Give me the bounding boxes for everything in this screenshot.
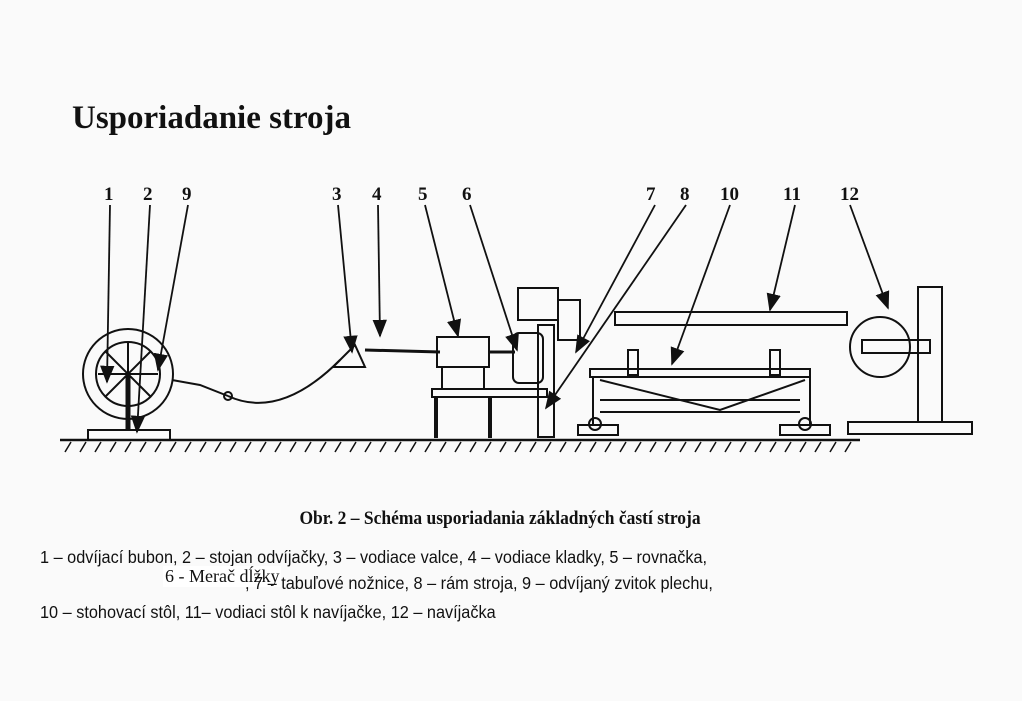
label-3: 3 xyxy=(332,184,342,205)
label-8: 8 xyxy=(680,184,690,205)
leader-arrows xyxy=(100,204,890,434)
recoiler xyxy=(847,286,973,435)
legend-line-2: , 7 – tabuľové nožnice, 8 – rám stroja, … xyxy=(245,573,713,593)
label-6: 6 xyxy=(462,184,472,205)
strip xyxy=(364,348,441,354)
decoiler-drum xyxy=(82,328,233,441)
label-2: 2 xyxy=(143,184,153,205)
label-5: 5 xyxy=(418,184,428,205)
label-4: 4 xyxy=(372,184,382,205)
label-10: 10 xyxy=(720,184,739,205)
label-11: 11 xyxy=(783,184,801,205)
shear xyxy=(512,287,581,438)
ground-hatching xyxy=(64,441,852,453)
legend-line-3: 10 – stohovací stôl, 11– vodiaci stôl k … xyxy=(40,602,496,622)
label-7: 7 xyxy=(646,184,656,205)
strip-sag xyxy=(227,359,341,404)
guide-table xyxy=(614,311,848,326)
label-1: 1 xyxy=(104,184,114,205)
part-number-labels: 1 2 9 3 4 5 6 7 8 10 11 12 xyxy=(104,184,859,205)
straightener xyxy=(431,336,548,438)
page-title: Usporiadanie stroja xyxy=(72,100,351,136)
stacking-table xyxy=(577,349,831,436)
legend-inserted-text: 6 - Merač dĺžky xyxy=(163,566,282,587)
legend-line-1: 1 – odvíjací bubon, 2 – stojan odvíjačky… xyxy=(40,547,708,567)
figure-caption: Obr. 2 – Schéma usporiadania základných … xyxy=(299,508,701,529)
machine-diagram: 1 2 9 3 4 5 6 7 8 10 11 12 xyxy=(60,184,973,453)
guide-rollers xyxy=(330,343,367,368)
label-12: 12 xyxy=(840,184,859,205)
label-9: 9 xyxy=(182,184,192,205)
